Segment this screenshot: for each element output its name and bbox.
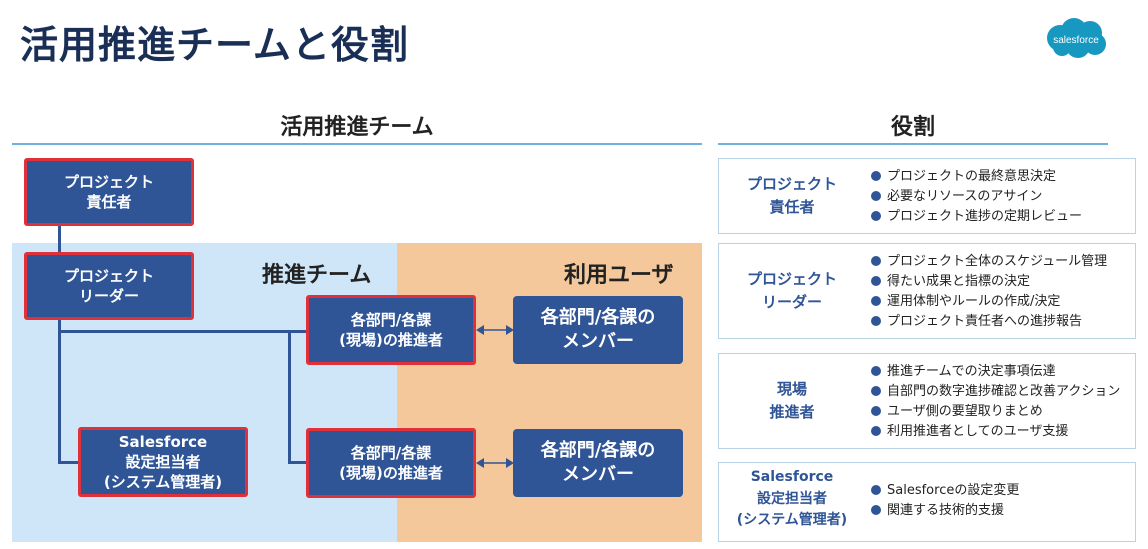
svg-text:salesforce: salesforce — [1053, 35, 1099, 46]
page-title: 活用推進チームと役割 — [20, 23, 409, 67]
promoter-box-1: 各部門/各課 (現場)の推進者 — [306, 295, 476, 365]
role-column-header: 役割 — [890, 115, 935, 140]
double-arrow-icon — [476, 458, 514, 468]
bullet-icon — [871, 171, 881, 181]
user-zone-label: 利用ユーザ — [564, 263, 674, 288]
list-item: 推進チームでの決定事項伝達 — [871, 362, 1120, 382]
bullet-icon — [871, 406, 881, 416]
project-leader-box: プロジェクト リーダー — [24, 252, 194, 320]
salesforce-admin-box: Salesforce 設定担当者 (システム管理者) — [78, 427, 248, 497]
list-item: ユーザ側の要望取りまとめ — [871, 402, 1120, 422]
bullet-icon — [871, 505, 881, 515]
list-item: プロジェクト進捗の定期レビュー — [871, 207, 1082, 227]
bullet-icon — [871, 386, 881, 396]
role-name: 現場 推進者 — [769, 380, 815, 422]
bullet-icon — [871, 276, 881, 286]
role-card: 現場 推進者 推進チームでの決定事項伝達 自部門の数字進捗確認と改善アクション … — [718, 353, 1136, 449]
list-item: 運用体制やルールの作成/決定 — [871, 292, 1107, 312]
member-box-2: 各部門/各課の メンバー — [513, 429, 683, 497]
bullet-icon — [871, 211, 881, 221]
bullet-icon — [871, 366, 881, 376]
list-item: プロジェクト責任者への進捗報告 — [871, 312, 1107, 332]
list-item: プロジェクトの最終意思決定 — [871, 167, 1082, 187]
team-column-header: 活用推進チーム — [280, 115, 434, 140]
team-header-divider — [12, 143, 702, 145]
list-item: 関連する技術的支援 — [871, 501, 1019, 521]
connector-leader-admin — [58, 461, 80, 464]
connector-owner-leader — [58, 226, 61, 254]
role-card: Salesforce 設定担当者 (システム管理者) Salesforceの設定… — [718, 462, 1136, 542]
connector-promoter-2 — [288, 461, 308, 464]
list-item: 自部門の数字進捗確認と改善アクション — [871, 382, 1120, 402]
list-item: 得たい成果と指標の決定 — [871, 272, 1107, 292]
role-list: プロジェクト全体のスケジュール管理 得たい成果と指標の決定 運用体制やルールの作… — [871, 252, 1107, 332]
project-owner-box: プロジェクト 責任者 — [24, 158, 194, 226]
role-list: プロジェクトの最終意思決定 必要なリソースのアサイン プロジェクト進捗の定期レビ… — [871, 167, 1082, 227]
promotion-team-label: 推進チーム — [262, 263, 372, 288]
promoter-box-2: 各部門/各課 (現場)の推進者 — [306, 428, 476, 498]
connector-promoter-branch — [288, 330, 291, 464]
list-item: 利用推進者としてのユーザ支援 — [871, 422, 1120, 442]
role-name: プロジェクト リーダー — [746, 270, 837, 312]
list-item: 必要なリソースのアサイン — [871, 187, 1082, 207]
role-list: Salesforceの設定変更 関連する技術的支援 — [871, 481, 1019, 521]
role-name: Salesforce 設定担当者 (システム管理者) — [736, 469, 848, 529]
bullet-icon — [871, 426, 881, 436]
role-card: プロジェクト リーダー プロジェクト全体のスケジュール管理 得たい成果と指標の決… — [718, 243, 1136, 339]
bullet-icon — [871, 316, 881, 326]
bullet-icon — [871, 485, 881, 495]
bullet-icon — [871, 256, 881, 266]
role-card: プロジェクト 責任者 プロジェクトの最終意思決定 必要なリソースのアサイン プロ… — [718, 158, 1136, 234]
bullet-icon — [871, 296, 881, 306]
connector-leader-promoter — [58, 330, 308, 333]
list-item: Salesforceの設定変更 — [871, 481, 1019, 501]
role-list: 推進チームでの決定事項伝達 自部門の数字進捗確認と改善アクション ユーザ側の要望… — [871, 362, 1120, 442]
salesforce-logo: salesforce — [1040, 16, 1112, 60]
member-box-1: 各部門/各課の メンバー — [513, 296, 683, 364]
list-item: プロジェクト全体のスケジュール管理 — [871, 252, 1107, 272]
role-header-divider — [718, 143, 1108, 145]
role-name: プロジェクト 責任者 — [746, 175, 837, 217]
double-arrow-icon — [476, 325, 514, 335]
bullet-icon — [871, 191, 881, 201]
connector-leader-trunk — [58, 320, 61, 464]
